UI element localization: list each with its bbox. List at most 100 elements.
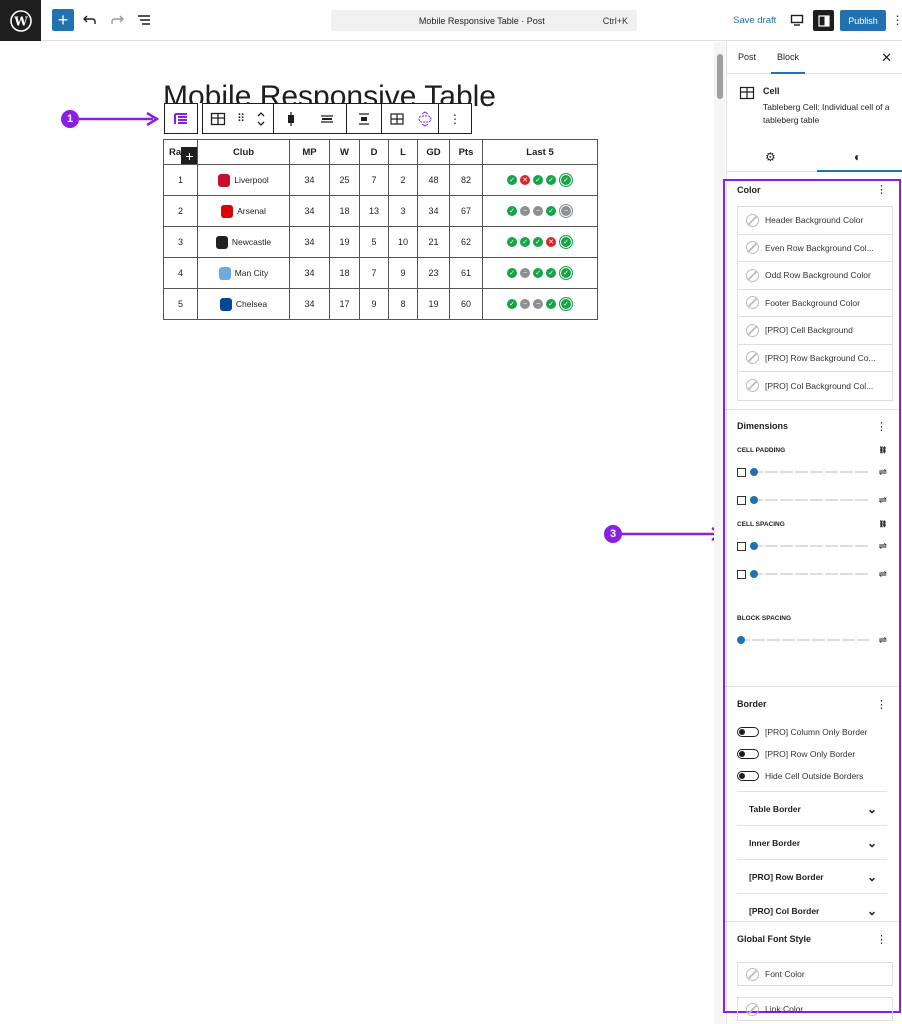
color-option-button[interactable]: [PRO] Cell Background — [738, 317, 892, 345]
document-overview-icon[interactable] — [136, 12, 152, 28]
border-panel-toggle[interactable]: [PRO] Col Border⌄ — [737, 893, 887, 927]
link-color-button[interactable]: Link Color — [737, 997, 893, 1021]
custom-unit-icon[interactable]: ⇌ — [878, 466, 887, 478]
custom-unit-icon[interactable]: ⇌ — [878, 540, 887, 552]
gd-cell[interactable]: 23 — [417, 257, 450, 289]
wins-cell[interactable]: 18 — [329, 257, 360, 289]
rank-cell[interactable]: 5 — [163, 288, 198, 320]
cell-padding-vertical-slider[interactable]: ⇌ — [725, 458, 899, 486]
tab-block[interactable]: Block — [770, 52, 806, 74]
mp-cell[interactable]: 34 — [289, 226, 330, 258]
losses-cell[interactable]: 8 — [388, 288, 418, 320]
toggle-switch[interactable] — [737, 749, 759, 759]
tableberg-parent-icon[interactable] — [165, 107, 197, 131]
club-cell[interactable]: Newcastle — [197, 226, 290, 258]
slider-knob[interactable] — [750, 496, 758, 504]
cell-block-icon[interactable] — [203, 107, 233, 131]
border-panel-toggle[interactable]: [PRO] Row Border⌄ — [737, 859, 887, 893]
wordpress-logo-button[interactable]: W — [0, 0, 41, 41]
losses-cell[interactable]: 10 — [388, 226, 418, 258]
gd-cell[interactable]: 21 — [417, 226, 450, 258]
color-option-button[interactable]: Footer Background Color — [738, 290, 892, 317]
slider-knob[interactable] — [750, 542, 758, 550]
draws-cell[interactable]: 7 — [359, 257, 389, 289]
header-cell[interactable]: W — [329, 139, 360, 165]
form-cell[interactable]: ✓−−✓✓ — [482, 288, 598, 320]
border-panel-toggle[interactable]: Table Border⌄ — [737, 791, 887, 825]
color-option-button[interactable]: [PRO] Row Background Co... — [738, 345, 892, 372]
form-cell[interactable]: ✓−−✓− — [482, 195, 598, 227]
publish-button[interactable]: Publish — [840, 10, 886, 31]
color-option-button[interactable]: [PRO] Col Background Col... — [738, 372, 892, 400]
club-cell[interactable]: Man City — [197, 257, 290, 289]
form-cell[interactable]: ✓−✓✓✓ — [482, 257, 598, 289]
section-options-icon[interactable]: ⋮ — [876, 184, 887, 196]
link-icon[interactable]: ⛓ — [878, 447, 887, 454]
wins-cell[interactable]: 19 — [329, 226, 360, 258]
undo-icon[interactable] — [82, 12, 98, 28]
custom-unit-icon[interactable]: ⇌ — [878, 634, 887, 646]
points-cell[interactable]: 62 — [449, 226, 483, 258]
mp-cell[interactable]: 34 — [289, 164, 330, 196]
rank-cell[interactable]: 1 — [163, 164, 198, 196]
settings-sidebar-toggle-icon[interactable] — [813, 10, 834, 31]
slider-knob[interactable] — [737, 636, 745, 644]
wins-cell[interactable]: 17 — [329, 288, 360, 320]
club-cell[interactable]: Chelsea — [197, 288, 290, 320]
mp-cell[interactable]: 34 — [289, 288, 330, 320]
wins-cell[interactable]: 25 — [329, 164, 360, 196]
mp-cell[interactable]: 34 — [289, 257, 330, 289]
canvas-scrollbar[interactable] — [714, 42, 725, 1024]
drag-handle-icon[interactable]: ⠿ — [236, 113, 246, 125]
align-vertical-icon[interactable] — [308, 107, 346, 131]
section-options-icon[interactable]: ⋮ — [876, 698, 887, 711]
rank-cell[interactable]: 3 — [163, 226, 198, 258]
styles-contrast-icon[interactable]: ◐ — [854, 150, 862, 164]
custom-unit-icon[interactable]: ⇌ — [878, 568, 887, 580]
mp-cell[interactable]: 34 — [289, 195, 330, 227]
more-options-icon[interactable]: ⋮ — [449, 111, 461, 126]
cell-spacing-vertical-slider[interactable]: ⇌ — [725, 532, 899, 560]
slider-knob[interactable] — [750, 468, 758, 476]
section-options-icon[interactable]: ⋮ — [876, 933, 887, 946]
border-panel-toggle[interactable]: Inner Border⌄ — [737, 825, 887, 859]
points-cell[interactable]: 67 — [449, 195, 483, 227]
draws-cell[interactable]: 13 — [359, 195, 389, 227]
draws-cell[interactable]: 7 — [359, 164, 389, 196]
responsive-icon[interactable] — [412, 107, 438, 131]
header-cell[interactable]: GD — [417, 139, 450, 165]
header-cell[interactable]: Club — [197, 139, 290, 165]
draws-cell[interactable]: 9 — [359, 288, 389, 320]
close-icon[interactable]: ✕ — [881, 50, 892, 65]
add-block-button[interactable]: + — [52, 9, 74, 31]
draws-cell[interactable]: 5 — [359, 226, 389, 258]
gd-cell[interactable]: 48 — [417, 164, 450, 196]
preview-icon[interactable] — [789, 12, 805, 28]
header-cell[interactable]: D — [359, 139, 389, 165]
scrollbar-thumb[interactable] — [717, 54, 723, 99]
tab-post[interactable]: Post — [738, 52, 757, 62]
rank-cell[interactable]: 2 — [163, 195, 198, 227]
move-up-down-icon[interactable] — [249, 107, 273, 131]
color-option-button[interactable]: Odd Row Background Color — [738, 262, 892, 290]
club-cell[interactable]: Liverpool — [197, 164, 290, 196]
header-cell[interactable]: L — [388, 139, 418, 165]
header-cell[interactable]: Last 5 — [482, 139, 598, 165]
gd-cell[interactable]: 19 — [417, 288, 450, 320]
rank-cell[interactable]: 4 — [163, 257, 198, 289]
slider-knob[interactable] — [750, 570, 758, 578]
justify-icon[interactable] — [347, 107, 381, 131]
block-spacing-slider[interactable]: ⇌ — [725, 626, 899, 654]
header-cell[interactable]: Pts — [449, 139, 483, 165]
command-palette-bar[interactable]: Mobile Responsive Table · Post Ctrl+K — [331, 10, 637, 31]
toggle-switch[interactable] — [737, 771, 759, 781]
form-cell[interactable]: ✓✕✓✓✓ — [482, 164, 598, 196]
club-cell[interactable]: Arsenal — [197, 195, 290, 227]
losses-cell[interactable]: 3 — [388, 195, 418, 227]
section-options-icon[interactable]: ⋮ — [876, 420, 887, 433]
cell-spacing-horizontal-slider[interactable]: ⇌ — [725, 560, 899, 588]
color-option-button[interactable]: Header Background Color — [738, 207, 892, 235]
toggle-switch[interactable] — [737, 727, 759, 737]
losses-cell[interactable]: 9 — [388, 257, 418, 289]
table-grid-icon[interactable] — [382, 107, 412, 131]
